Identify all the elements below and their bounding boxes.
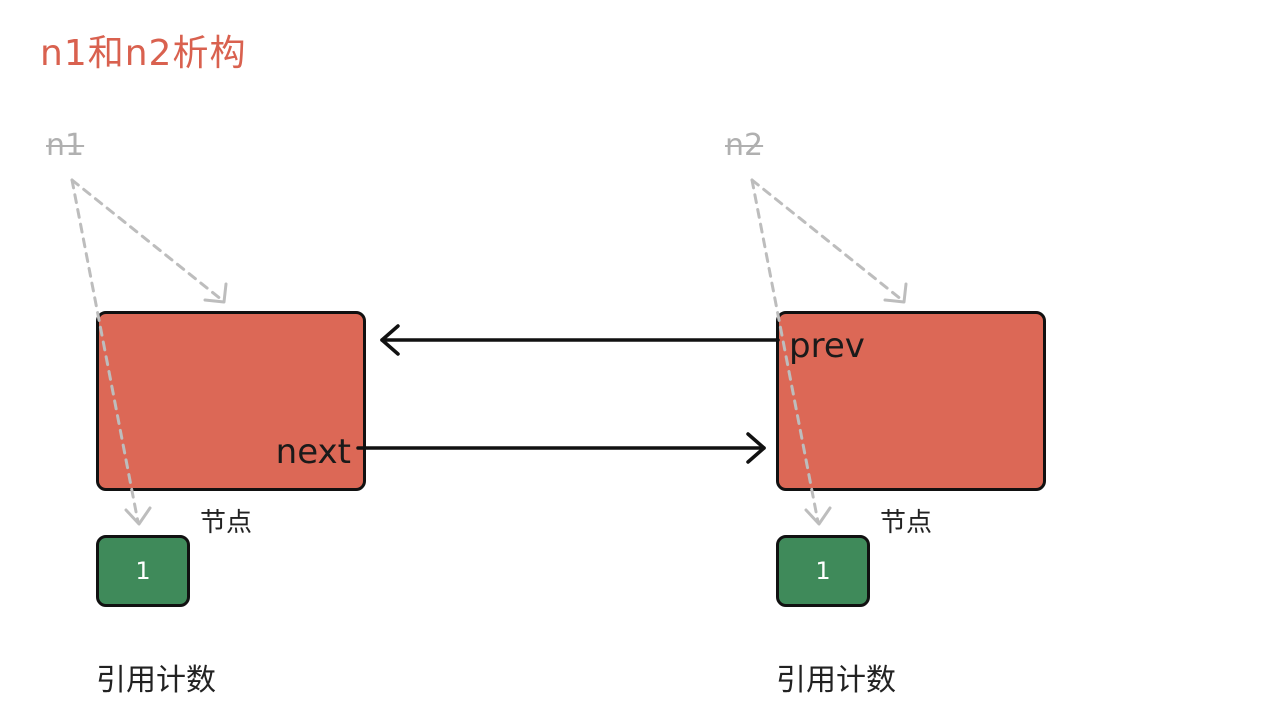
n1-to-refcount-dashed-arrow [70,178,140,524]
n1-to-node-arrowhead [203,282,228,304]
right-node-caption: 节点 [880,508,933,538]
prev-link-arrowhead [380,324,400,356]
n2-pointer-label: n2 [725,128,764,163]
right-refcount-caption: 引用计数 [776,663,896,698]
n2-to-refcount-arrowhead [804,506,832,526]
left-node-caption: 节点 [200,508,253,538]
n2-to-refcount-dashed-arrow [750,178,820,524]
left-refcount-box: 1 [96,535,190,607]
left-node-box: next [96,311,366,491]
right-node-box: prev [776,311,1046,491]
n1-to-refcount-arrowhead [124,506,152,526]
prev-field-label: prev [789,326,865,366]
next-link-arrowhead [746,432,766,464]
n1-to-node-dashed-arrow [70,178,224,302]
next-field-label: next [275,432,351,472]
n2-to-node-arrowhead [883,282,908,304]
right-refcount-box: 1 [776,535,870,607]
left-refcount-caption: 引用计数 [96,663,216,698]
n2-to-node-dashed-arrow [750,178,904,302]
n1-pointer-label: n1 [46,128,85,163]
diagram-title: n1和n2析构 [40,33,247,74]
